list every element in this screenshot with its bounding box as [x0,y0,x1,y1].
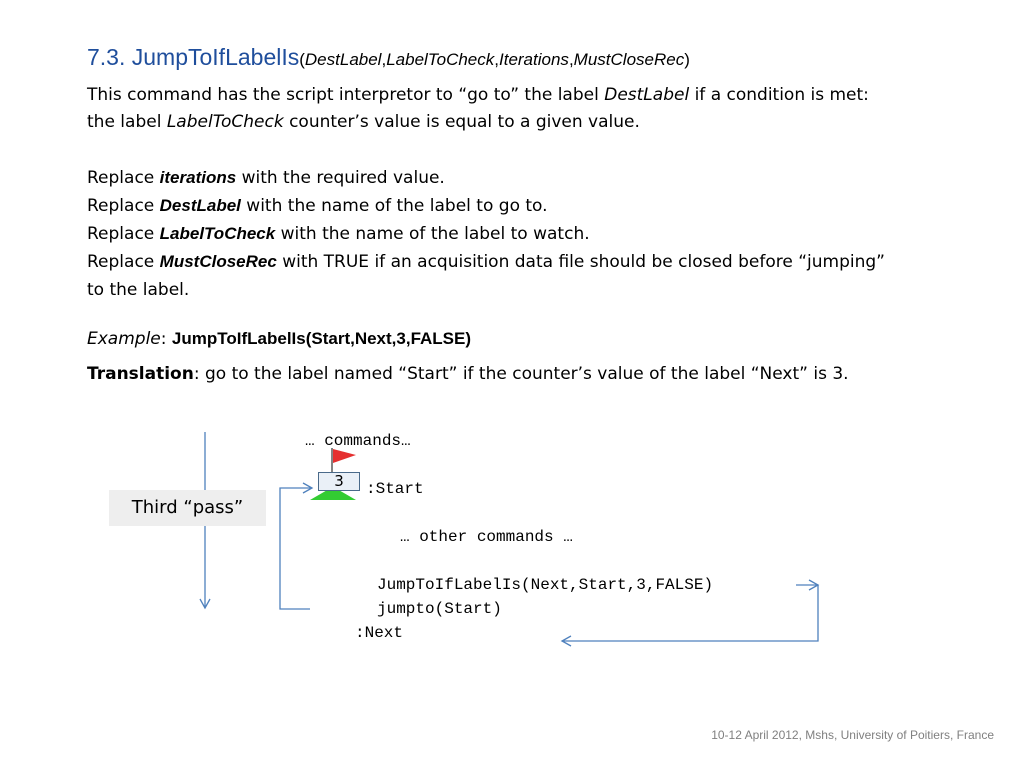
intro-text: the label [87,112,167,132]
replace-prefix: Replace [87,196,160,216]
replace-text: with the name of the label to watch. [275,224,590,244]
intro-line-1: This command has the script interpretor … [87,82,977,109]
start-label: :Start [366,480,424,498]
title-arg-mustcloserec: MustCloseRec [573,50,685,69]
intro-paragraph: This command has the script interpretor … [87,82,977,136]
title-close-paren: ) [684,50,690,69]
replace-prefix: Replace [87,168,160,188]
replace-keyword: LabelToCheck [159,224,276,243]
intro-text: counter’s value is equal to a given valu… [283,112,640,132]
replace-keyword: MustCloseRec [159,252,277,271]
translation-line: Translation: go to the label named “Star… [87,361,977,388]
replace-keyword: iterations [159,168,237,187]
example-code: JumpToIfLabelIs(Start,Next,3,FALSE) [171,329,472,348]
title-arg-destlabel: DestLabel [304,50,382,69]
example-line: Example: JumpToIfLabelIs(Start,Next,3,FA… [87,325,977,353]
replace-item: Replace MustCloseRec with TRUE if an acq… [87,248,977,276]
replace-text: to the label. [87,280,190,300]
jump-return-arrow [560,585,819,647]
jump-command-line: JumpToIfLabelIs(Next,Start,3,FALSE) [377,576,714,594]
slide-title: 7.3. JumpToIfLabelIs(DestLabel,LabelToCh… [87,44,690,71]
triangle-icon [310,489,356,500]
replace-item: Replace LabelToCheck with the name of th… [87,220,977,248]
other-commands-text: … other commands … [400,528,573,546]
replace-item: Replace iterations with the required val… [87,164,977,192]
title-arg-iterations: Iterations [499,50,569,69]
title-sep: , [568,50,574,69]
replace-text: with the name of the label to go to. [240,196,548,216]
intro-text: if a condition is met: [689,85,869,105]
jumpto-command-line: jumpto(Start) [377,600,502,618]
example-colon: : [160,329,172,349]
intro-labeltocheck: LabelToCheck [166,112,284,132]
translation-label: Translation [87,364,194,384]
title-args: (DestLabel,LabelToCheck,Iterations,MustC… [299,50,690,69]
third-pass-box: Third “pass” [109,490,266,526]
footer-text: 10-12 April 2012, Mshs, University of Po… [711,728,994,742]
replace-item: to the label. [87,276,977,304]
intro-text: This command has the script interpretor … [87,85,605,105]
replace-keyword: DestLabel [159,196,241,215]
title-arg-labeltocheck: LabelToCheck [386,50,495,69]
flag-icon [331,448,356,472]
loop-back-arrow [279,482,314,610]
replace-prefix: Replace [87,252,160,272]
replace-text: with TRUE if an acquisition data file sh… [276,252,885,272]
title-sep: , [494,50,499,69]
example-label: Example [87,329,161,349]
replace-item: Replace DestLabel with the name of the l… [87,192,977,220]
replace-text: with the required value. [236,168,445,188]
translation-text: : go to the label named “Start” if the c… [193,364,849,384]
intro-line-2: the label LabelToCheck counter’s value i… [87,109,977,136]
title-open-paren: ( [299,50,305,69]
counter-badge: 3 [318,472,360,491]
commands-text: … commands… [305,432,411,450]
title-sep: , [381,50,387,69]
replace-prefix: Replace [87,224,160,244]
next-label: :Next [355,624,404,642]
title-main: 7.3. JumpToIfLabelIs [87,44,300,70]
replace-list: Replace iterations with the required val… [87,164,977,304]
intro-destlabel: DestLabel [604,85,690,105]
